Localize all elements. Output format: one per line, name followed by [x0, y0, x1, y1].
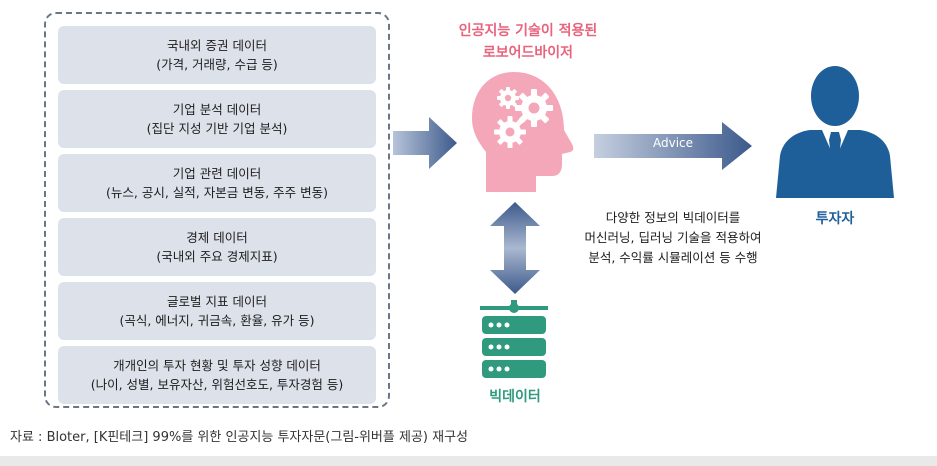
data-source-detail: (뉴스, 공시, 실적, 자본금 변동, 주주 변동)	[106, 185, 328, 200]
data-source-personal-investment: 개개인의 투자 현황 및 투자 성향 데이터 (나이, 성별, 보유자산, 위험…	[58, 346, 376, 404]
data-source-detail: (집단 지성 기반 기업 분석)	[146, 121, 288, 136]
robo-advisor-title-line1: 인공지능 기술이 적용된	[458, 23, 598, 39]
advice-arrow-icon	[594, 122, 752, 170]
bigdata-server-icon	[480, 300, 548, 378]
data-source-securities: 국내외 증권 데이터 (가격, 거래량, 수급 등)	[58, 26, 376, 84]
data-source-title: 경제 데이터	[186, 230, 248, 245]
data-source-detail: (가격, 거래량, 수급 등)	[156, 57, 278, 72]
bigdata-label: 빅데이터	[489, 389, 541, 405]
bottom-band	[0, 456, 937, 466]
data-source-detail: (곡식, 에너지, 귀금속, 환율, 유가 등)	[119, 313, 315, 328]
data-sources-panel: 국내외 증권 데이터 (가격, 거래량, 수급 등) 기업 분석 데이터 (집단…	[44, 12, 390, 408]
source-note: 자료 : Bloter, [K핀테크] 99%를 위한 인공지능 투자자문(그림…	[10, 430, 468, 445]
investor-label: 투자자	[815, 211, 855, 227]
robot-head-gears-icon	[472, 72, 574, 192]
investor-businessman-icon	[776, 66, 894, 198]
data-source-economy: 경제 데이터 (국내외 주요 경제지표)	[58, 218, 376, 276]
data-source-detail: (나이, 성별, 보유자산, 위험선호도, 투자경험 등)	[90, 377, 344, 392]
data-source-title: 국내외 증권 데이터	[167, 38, 267, 53]
robo-advisor-title-line2: 로보어드바이저	[482, 45, 574, 61]
data-source-title: 글로벌 지표 데이터	[167, 294, 267, 309]
analysis-description: 다양한 정보의 빅데이터를 머신러닝, 딥러닝 기술을 적용하여 분석, 수익률…	[553, 208, 793, 268]
right-arrow-icon	[393, 117, 457, 169]
description-line2: 머신러닝, 딥러닝 기술을 적용하여	[584, 230, 762, 245]
advice-label: Advice	[652, 136, 694, 150]
data-source-company-analysis: 기업 분석 데이터 (집단 지성 기반 기업 분석)	[58, 90, 376, 148]
data-source-company-related: 기업 관련 데이터 (뉴스, 공시, 실적, 자본금 변동, 주주 변동)	[58, 154, 376, 212]
bidirectional-arrow-icon	[490, 202, 540, 294]
description-line3: 분석, 수익률 시뮬레이션 등 수행	[588, 250, 758, 265]
data-source-global-indicators: 글로벌 지표 데이터 (곡식, 에너지, 귀금속, 환율, 유가 등)	[58, 282, 376, 340]
description-line1: 다양한 정보의 빅데이터를	[605, 210, 741, 225]
data-source-title: 기업 관련 데이터	[172, 166, 262, 181]
data-source-title: 개개인의 투자 현황 및 투자 성향 데이터	[113, 358, 321, 373]
data-source-title: 기업 분석 데이터	[172, 102, 262, 117]
robo-advisor-title: 인공지능 기술이 적용된 로보어드바이저	[428, 20, 628, 64]
data-source-detail: (국내외 주요 경제지표)	[156, 249, 278, 264]
